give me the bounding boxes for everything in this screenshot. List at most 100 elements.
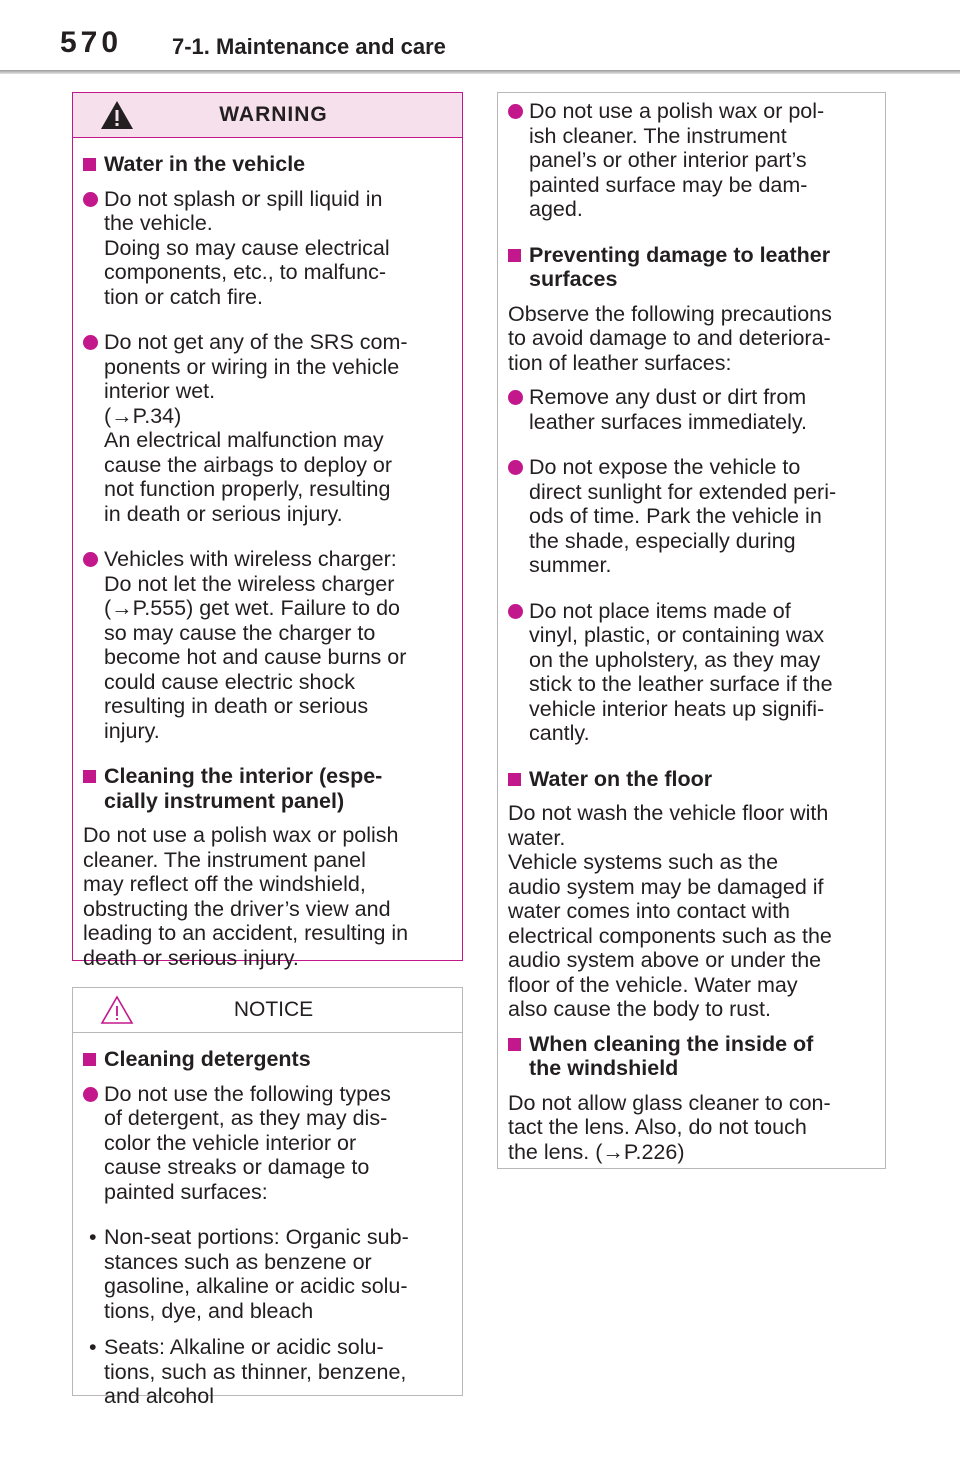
text-line: leather surfaces immediately. [529, 409, 808, 434]
text-line: injury. [104, 718, 160, 743]
text-line: the lens. (→P.226) [508, 1139, 685, 1164]
bullet-item: Vehicles with wireless charger:Do not le… [83, 547, 452, 743]
text-line: floor of the vehicle. Water may [508, 972, 798, 997]
text-line: cleaner. The instrument panel [83, 847, 366, 872]
text-line: the shade, especially during [529, 528, 796, 553]
text-line: Do not splash or spill liquid in [104, 186, 383, 211]
round-bullet-icon [508, 390, 523, 405]
text-line: Cleaning the interior (espe- [104, 764, 383, 788]
dash-item: • Non-seat portions: Organic sub-stances … [83, 1225, 452, 1323]
text-line: audio system may be damaged if [508, 874, 824, 899]
warning-title: WARNING [219, 103, 328, 126]
text-line: so may cause the charger to [104, 620, 376, 645]
section-title: 7-1. Maintenance and care [172, 34, 446, 59]
text-line: Remove any dust or dirt from [529, 385, 807, 409]
square-bullet-icon [508, 772, 521, 786]
text-line: painted surface may be dam- [529, 172, 808, 197]
text-line: to avoid damage to and deteriora- [508, 326, 831, 350]
text-line: (→P.555) get wet. Failure to do [104, 596, 400, 620]
round-bullet-icon [83, 191, 98, 207]
round-bullet-icon [508, 104, 523, 119]
round-bullet-icon [508, 460, 523, 475]
small-bullet-icon: • [89, 1225, 97, 1249]
text-line: Vehicle systems such as the [508, 850, 779, 874]
text-line: Non-seat portions: Organic sub- [104, 1225, 409, 1249]
text-line: obstructing the driver’s view and [83, 896, 391, 921]
text-line: death or serious injury. [83, 945, 299, 970]
text-line: color the vehicle interior or [104, 1130, 357, 1155]
section-heading: Cleaning the interior (espe-cially instr… [83, 764, 452, 813]
square-bullet-icon [83, 770, 96, 783]
text-line: Do not allow glass cleaner to con- [508, 1090, 831, 1115]
text-line: tact the lens. Also, do not touch [508, 1115, 807, 1139]
text-line: Water in the vehicle [104, 152, 306, 176]
square-bullet-icon [508, 248, 521, 262]
dash-item: • Seats: Alkaline or acidic solu-tions, s… [83, 1335, 452, 1409]
text-line: water. [508, 825, 566, 850]
notice-box-header: NOTICE [73, 988, 462, 1033]
text-line: ods of time. Park the vehicle in [529, 504, 822, 528]
text-line: Water on the floor [529, 766, 713, 791]
continued-box-body: Do not use a polish wax or pol-ish clean… [498, 93, 885, 1164]
text-line: leading to an accident, resulting in [83, 921, 409, 945]
text-line: not function properly, resulting [104, 477, 391, 501]
text-line: Do not use a polish wax or polish [83, 823, 399, 847]
caution-triangle-icon [100, 995, 134, 1024]
text-line: components, etc., to malfunc- [104, 260, 387, 284]
text-line: vehicle interior heats up signifi- [529, 696, 825, 721]
text-line: cantly. [529, 721, 590, 745]
small-bullet-icon: • [89, 1335, 97, 1359]
notice-title: NOTICE [233, 998, 314, 1021]
text-line: direct sunlight for extended peri- [529, 479, 837, 504]
text-line: Do not use a polish wax or pol- [529, 99, 825, 123]
text-line: tion of leather surfaces: [508, 350, 732, 375]
section-heading: Cleaning detergents [83, 1047, 452, 1072]
text-line: Do not wash the vehicle floor with [508, 801, 829, 825]
text-line: Vehicles with wireless charger: [104, 547, 397, 571]
text-line: Do not place items made of [529, 598, 791, 623]
bullet-item: Do not get any of the SRS com-ponents or… [83, 330, 452, 526]
text-line: tions, dye, and bleach [104, 1298, 314, 1323]
text-line: tion or catch fire. [104, 284, 263, 309]
warning-triangle-icon [101, 101, 133, 129]
continued-box: Do not use a polish wax or pol-ish clean… [497, 92, 886, 1169]
text-line: stick to the leather surface if the [529, 672, 833, 696]
text-line: also cause the body to rust. [508, 997, 771, 1021]
text-line: tions, such as thinner, benzene, [104, 1359, 407, 1384]
section-heading: Water in the vehicle [83, 152, 452, 177]
text-line: cause streaks or damage to [104, 1155, 370, 1179]
text-line: (→P.34) [104, 403, 182, 428]
section-heading: Water on the floor [508, 767, 875, 792]
text-line: the windshield [529, 1056, 679, 1080]
text-line: Seats: Alkaline or acidic solu- [104, 1335, 384, 1359]
text-line: electrical components such as the [508, 923, 832, 948]
text-line: ponents or wiring in the vehicle [104, 354, 400, 379]
round-bullet-icon [83, 552, 98, 567]
text-line: stances such as benzene or [104, 1249, 372, 1274]
text-line: gasoline, alkaline or acidic solu- [104, 1274, 408, 1298]
text-line: interior wet. [104, 379, 216, 403]
bullet-item: Do not use a polish wax or pol-ish clean… [508, 99, 875, 222]
square-bullet-icon [83, 158, 96, 171]
text-line: audio system above or under the [508, 948, 822, 972]
text-line: vinyl, plastic, or containing wax [529, 623, 825, 647]
notice-box-body: Cleaning detergents Do not use the follow… [73, 1033, 462, 1409]
header-divider [0, 70, 960, 74]
notice-box: NOTICE Cleaning detergents Do not use the… [72, 987, 463, 1408]
text-line: Preventing damage to leather [529, 242, 831, 267]
page-number: 570 [60, 26, 123, 59]
round-bullet-icon [508, 603, 523, 619]
paragraph: Do not allow glass cleaner to con-tact t… [508, 1091, 875, 1165]
text-line: could cause electric shock [104, 669, 355, 694]
text-line: cause the airbags to deploy or [104, 452, 393, 477]
text-line: Do not use the following types [104, 1081, 391, 1106]
text-line: Doing so may cause electrical [104, 235, 390, 260]
text-line: panel’s or other interior part’s [529, 148, 807, 172]
